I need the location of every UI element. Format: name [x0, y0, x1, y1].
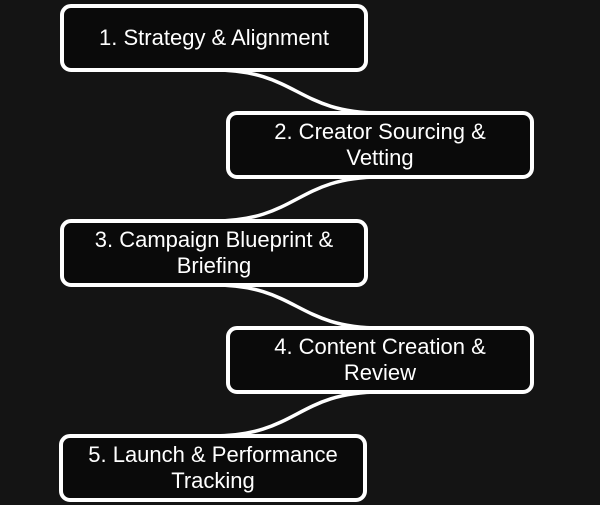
- node-label-line: Briefing: [176, 253, 252, 278]
- flow-node-campaign-blueprint-briefing: 3. Campaign Blueprint & Briefing: [60, 219, 368, 287]
- node-label-line: Vetting: [346, 145, 414, 170]
- node-label-line: Review: [343, 360, 417, 385]
- node-label-line: 5. Launch & Performance: [88, 442, 338, 467]
- flow-node-creator-sourcing-vetting: 2. Creator Sourcing & Vetting: [226, 111, 534, 179]
- connector-4-5: [211, 390, 382, 438]
- flow-node-strategy-alignment: 1. Strategy & Alignment: [60, 4, 368, 72]
- flow-node-content-creation-review: 4. Content Creation & Review: [226, 326, 534, 394]
- node-label-line: 1. Strategy & Alignment: [99, 25, 329, 50]
- connector-2-3: [212, 175, 382, 223]
- node-label-line: 4. Content Creation &: [274, 334, 486, 359]
- flow-node-launch-performance-tracking: 5. Launch & Performance Tracking: [59, 434, 367, 502]
- node-label-line: 3. Campaign Blueprint &: [94, 227, 334, 252]
- node-label-line: Tracking: [171, 468, 255, 493]
- connector-1-2: [212, 68, 382, 115]
- connector-3-4: [212, 283, 382, 330]
- node-label-line: 2. Creator Sourcing &: [274, 119, 486, 144]
